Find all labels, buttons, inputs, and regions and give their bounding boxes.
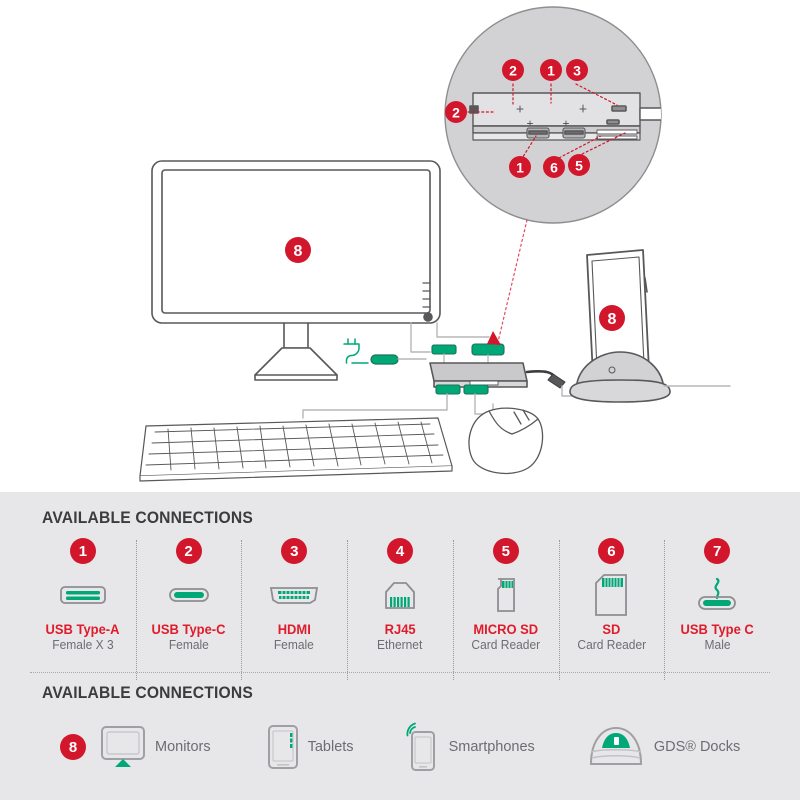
usb-type-c-icon bbox=[168, 572, 209, 618]
connection-item-rj45[interactable]: 4 RJ45 Ethernet bbox=[347, 538, 453, 680]
connection-sublabel: Female bbox=[274, 638, 315, 652]
connection-badge: 5 bbox=[492, 538, 519, 564]
connection-item-sd[interactable]: 6 SD Card Reader bbox=[558, 538, 665, 680]
magnifier-callout-badges: 2 1 3 2 1 6 5 bbox=[445, 59, 590, 178]
svg-text:6: 6 bbox=[550, 160, 558, 176]
svg-text:5: 5 bbox=[575, 158, 583, 174]
devices-row: 8 Monitors Tablets bbox=[60, 712, 760, 782]
product-illustration: 2 1 3 2 1 6 5 8 8 bbox=[139, 6, 731, 482]
svg-text:3: 3 bbox=[573, 63, 581, 79]
connection-label: HDMI bbox=[277, 622, 311, 637]
connection-item-hdmi[interactable]: 3 HDMI Female bbox=[241, 538, 347, 680]
device-item-monitors[interactable]: Monitors bbox=[100, 725, 211, 769]
device-label: Smartphones bbox=[448, 739, 535, 755]
connection-label: USB Type-A bbox=[45, 622, 120, 637]
device-label: Tablets bbox=[307, 739, 354, 755]
callout-badge: 5 bbox=[568, 154, 590, 176]
monitor-icon bbox=[100, 725, 146, 769]
connection-label: USB Type C bbox=[680, 622, 754, 637]
mouse-illustration bbox=[468, 407, 544, 475]
svg-text:8: 8 bbox=[294, 243, 303, 260]
connection-label: MICRO SD bbox=[473, 622, 539, 637]
connection-label: RJ45 bbox=[384, 622, 416, 637]
connection-sublabel: Ethernet bbox=[377, 638, 423, 652]
callout-badge: 1 bbox=[540, 59, 562, 81]
gds-dock-icon bbox=[587, 724, 645, 770]
magnifier-detail bbox=[444, 6, 662, 345]
connection-badge: 1 bbox=[69, 538, 96, 564]
hdmi-icon bbox=[268, 572, 320, 618]
tablet-icon bbox=[267, 724, 299, 770]
svg-text:1: 1 bbox=[547, 63, 555, 79]
svg-text:2: 2 bbox=[509, 63, 517, 79]
device-label: GDS® Docks bbox=[653, 739, 741, 755]
device-item-tablets[interactable]: Tablets bbox=[267, 724, 354, 770]
connection-label: USB Type-C bbox=[151, 622, 226, 637]
monitor-power-cable bbox=[343, 338, 427, 365]
callout-badge: 1 bbox=[509, 156, 531, 178]
connection-item-usb-type-a[interactable]: 1 USB Type-A Female X 3 bbox=[30, 538, 136, 658]
callout-badge: 3 bbox=[566, 59, 588, 81]
connection-sublabel: Female X 3 bbox=[52, 638, 114, 652]
connections-grid: 1 USB Type-A Female X 3 2 USB Type-C Fem… bbox=[30, 538, 770, 680]
connection-label: SD bbox=[602, 622, 621, 637]
device-item-gds-docks[interactable]: GDS® Docks bbox=[587, 724, 740, 770]
panel-section-divider bbox=[30, 672, 770, 673]
connection-sublabel: Male bbox=[704, 638, 731, 652]
usb-type-a-icon bbox=[59, 572, 106, 618]
keyboard-illustration bbox=[139, 417, 453, 482]
connection-badge: 2 bbox=[175, 538, 202, 564]
connection-sublabel: Female bbox=[168, 638, 209, 652]
connection-item-usb-type-c-male[interactable]: 7 USB Type C Male bbox=[664, 538, 770, 680]
svg-text:8: 8 bbox=[608, 311, 617, 328]
svg-text:1: 1 bbox=[516, 160, 524, 176]
device-item-smartphones[interactable]: Smartphones bbox=[404, 722, 535, 772]
connection-item-micro-sd[interactable]: 5 MICRO SD Card Reader bbox=[452, 538, 559, 680]
tablet-callout-badge: 8 bbox=[599, 305, 625, 331]
connection-badge: 4 bbox=[387, 538, 414, 564]
usb-type-c-male-icon bbox=[695, 572, 739, 618]
usb-hub-illustration bbox=[302, 343, 641, 419]
devices-section-title: AVAILABLE CONNECTIONS bbox=[42, 683, 253, 702]
connection-item-usb-type-c[interactable]: 2 USB Type-C Female bbox=[135, 538, 242, 680]
connection-sublabel: Card Reader bbox=[471, 638, 541, 652]
callout-badge: 2 bbox=[445, 101, 467, 123]
connection-badge: 6 bbox=[598, 538, 625, 564]
connection-sublabel: Card Reader bbox=[577, 638, 646, 652]
micro-sd-icon bbox=[493, 572, 519, 618]
connection-badge: 7 bbox=[704, 538, 731, 564]
sd-card-icon bbox=[594, 572, 628, 618]
connections-section-title: AVAILABLE CONNECTIONS bbox=[42, 508, 253, 527]
rj45-icon bbox=[383, 572, 417, 618]
connection-badge: 3 bbox=[281, 538, 308, 564]
callout-badge: 2 bbox=[502, 59, 524, 81]
devices-badge: 8 bbox=[60, 734, 86, 760]
device-label: Monitors bbox=[155, 739, 211, 755]
svg-text:2: 2 bbox=[452, 105, 460, 121]
callout-badge: 6 bbox=[543, 156, 565, 178]
monitor-callout-badge: 8 bbox=[285, 237, 311, 263]
smartphone-icon bbox=[404, 722, 440, 772]
tablet-dock-illustration bbox=[569, 249, 731, 403]
